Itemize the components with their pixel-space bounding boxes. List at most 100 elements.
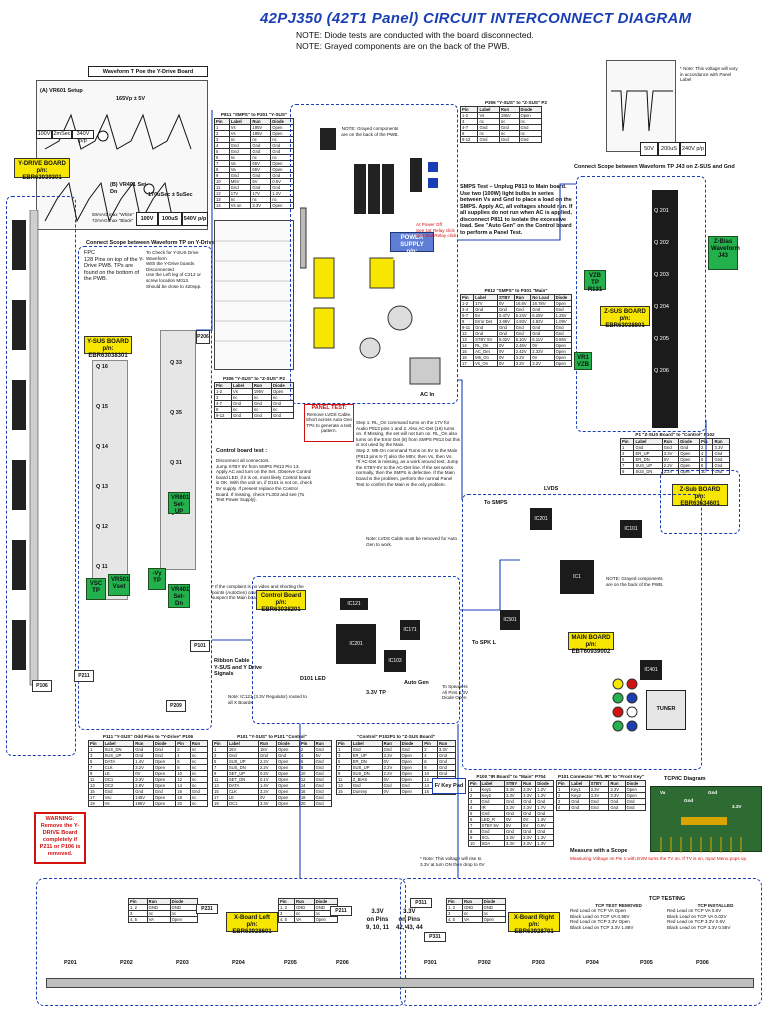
smps-board-outline — [290, 104, 458, 404]
d101-led-label: D101 LED — [300, 676, 326, 682]
zsus-q201: Q 201 — [654, 208, 669, 214]
tcp-testing-title: TCP TESTING — [648, 896, 686, 902]
main-grayed-note: NOTE: Grayed components are on the back … — [606, 576, 664, 587]
fpc-3 — [12, 380, 26, 430]
tcp-diagram-graphic — [660, 817, 742, 853]
step-instructions: Step 1: RL_On command turns on the 17V f… — [356, 420, 460, 487]
tcp-removed-row-2: Black Lead on TCP VA 0.98V — [570, 913, 630, 919]
ic171-control-chip: IC171 — [400, 620, 420, 640]
bottom-connector-labels: P201 P202 P203 P204 P205 P206 P301 P302 … — [46, 960, 754, 974]
connector-p303: P303 — [532, 960, 545, 966]
x-board-left-label: X-Board Left p/n: EBR63928601 — [226, 912, 278, 935]
autogen-check-note: * If the complaint is no video and short… — [212, 584, 304, 601]
p209-connector: P209 — [166, 700, 186, 712]
ydrive-fpc-graphic — [12, 209, 39, 686]
panel-test-title: PANEL TEST: — [311, 405, 347, 411]
ysus-board-label: Y-SUS BOARD p/n: EBR63038301 — [84, 336, 132, 359]
vr1-vzb-label: VR1 VZB — [574, 352, 592, 370]
connector-p302: P302 — [478, 960, 491, 966]
connector-p304: P304 — [586, 960, 599, 966]
to-speakers-label: To Speakers All Pins 6.3V Diode Open — [442, 684, 469, 701]
wire-smps-main — [458, 379, 463, 500]
ydrive-waveform-trace-a — [44, 113, 192, 150]
wire-smps-ysus — [196, 110, 213, 331]
zsub-board-outline — [660, 470, 740, 534]
panel-test-text: Remove LVDS Cable. Short across Auto Gen… — [305, 411, 353, 434]
smps-voltage-chart — [214, 220, 295, 370]
tcp-measure-label: Measure with a Scope — [570, 848, 628, 854]
tcp-installed-column: TCP INSTALLED Red Lead on TCP VA 0.8V Bl… — [667, 903, 764, 931]
zsus-voltage-note: * Note: This voltage will vary in accord… — [680, 66, 738, 83]
tcp-testing-columns: TCP TEST REMOVED Red Lead on TCP VA Open… — [570, 903, 764, 931]
p101f-block: P101 Connector "F/L IR" to "Front Key" P… — [555, 774, 647, 811]
smps-board-graphic — [299, 118, 450, 398]
zsus-q203: Q 203 — [654, 272, 669, 278]
ysus-check-note: To Check for Y-SUS Drive Waveform With t… — [146, 250, 202, 289]
tcp-removed-title: TCP TEST REMOVED — [595, 902, 642, 908]
zsus-scale-volts: 50V — [640, 142, 658, 156]
top-scale-row: 100V 2mSec 340V p/p — [36, 130, 94, 144]
vr601-value: 165Vp ± 5V — [116, 96, 146, 102]
lvds-note: Note: LVDS Cable must be removed for Aut… — [366, 536, 458, 547]
zbias-waveform-graphic — [611, 90, 673, 132]
waveform-title-box: Waveform T Poe the Y-Drive Board — [88, 66, 208, 77]
main-board-outline — [462, 494, 702, 770]
ysus-q15: Q 15 — [96, 404, 108, 410]
marker-b-icon — [143, 183, 155, 195]
tcp-label-va: Va — [660, 790, 666, 795]
fpc-1 — [12, 220, 26, 270]
ic1-main-chip: IC1 — [560, 560, 594, 594]
note-grayed-components: NOTE: Grayed components are on the back … — [296, 41, 510, 51]
connector-p201: P201 — [64, 960, 77, 966]
header-notes: NOTE: Diode tests are conducted with the… — [296, 30, 534, 52]
x-right-pins-note: 3.3V on Pins 42, 43, 44 — [396, 909, 423, 931]
x-mid-p311: P311 — [410, 898, 432, 908]
p101-ysus-connector: P101 — [190, 640, 210, 652]
x-mid-p231: P231 — [196, 904, 218, 914]
vr601-setup-label: (A) VR601 Setup — [40, 88, 83, 94]
connector-p205: P205 — [284, 960, 297, 966]
p111-title: P111 "Y-SUS" Odd Pins to "Y-Drive" P106 — [102, 734, 194, 739]
ic401-main-chip: IC401 — [640, 660, 662, 680]
ysus-q33: Q 33 — [170, 360, 182, 366]
tcp-installed-title: TCP INSTALLED — [697, 902, 734, 908]
connector-p206: P206 — [336, 960, 349, 966]
zsus-q204: Q 204 — [654, 304, 669, 310]
bottom-scale-pp: 540V p/p — [182, 212, 208, 226]
fpc-4 — [12, 460, 26, 510]
ysus-q31: Q 31 — [170, 460, 182, 466]
ic201-control-chip: IC201 — [336, 624, 376, 664]
ydrive-warning: WARNING: Remove the Y-DRIVE Board comple… — [34, 812, 86, 864]
ysus-q-list: Q 16 Q 15 Q 14 Q 13 Q 12 Q 11 — [96, 364, 126, 604]
p1-zsus-title: P1 "Z-SUS Board" to "Control" P102 — [635, 432, 715, 437]
tuner-label: TUNER — [656, 706, 676, 712]
vsc-tp: VSC TP — [86, 578, 106, 600]
v33-tp-label: 3.3V TP — [366, 690, 386, 696]
ic121-control-chip: IC121 — [340, 598, 368, 610]
vr601-setup: VR601 Set-UP — [168, 492, 190, 515]
tcp-removed-row-1: Red Lead on TCP VA Open — [570, 908, 626, 914]
ribbon-cable-label: Ribbon Cable Y-SUS and Y Drive Signals — [214, 658, 263, 677]
bottom-scale-volts: 100V — [136, 212, 158, 226]
tcp-removed-row-4: Black Lead on TCP 3.3V 1.88V — [570, 924, 634, 930]
zsus-scale-pp: 240V p/p — [680, 142, 706, 156]
auto-gen-label: Auto Gen — [404, 680, 429, 686]
smps-test-text: SMPS Test – Unplug P813 to Main board. U… — [460, 184, 573, 236]
connector-p203: P203 — [176, 960, 189, 966]
zsus-scope-caption: Connect Scope between Waveform TP J43 on… — [574, 164, 735, 170]
fpc-5 — [12, 540, 26, 590]
ydrive-waveform-panel — [36, 80, 208, 230]
power-supply-label: POWER SUPPLY p/n: EAY60803001 — [390, 232, 434, 262]
tcp-testing-block: TCP TESTING TCP TEST REMOVED Red Lead on… — [570, 896, 764, 930]
ysus-board-outline — [78, 246, 212, 730]
ydrive-board-label: Y-DRIVE BOARD p/n: EBR63039301 — [14, 158, 70, 181]
